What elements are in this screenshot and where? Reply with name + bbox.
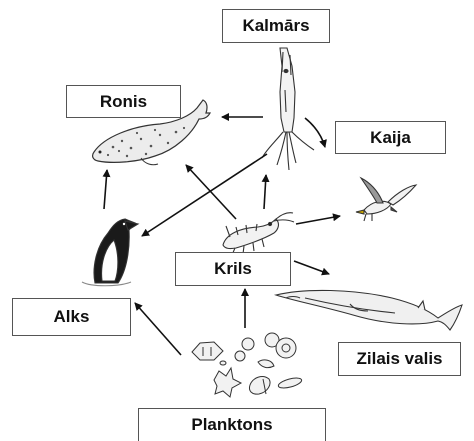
squid-illustration [262,48,314,170]
krill-illustration [223,213,294,255]
arrow-kalmars-alks [142,154,267,236]
label-ronis: Ronis [66,85,181,118]
whale-illustration [276,290,462,330]
arrow-krils-kaija [296,216,340,224]
label-zilais-valis: Zilais valis [338,342,461,376]
arrow-krils-ronis [186,165,236,219]
label-kaija: Kaija [335,121,446,154]
arrow-alks-ronis [104,170,107,209]
label-planktons: Planktons [138,408,326,441]
gull-illustration [356,178,416,221]
auk-illustration [82,219,138,286]
label-krils: Krils [175,252,291,286]
arrow-planktons-alks [135,303,181,355]
label-kalmars: Kalmārs [222,9,330,43]
plankton-illustration [192,333,303,397]
label-alks: Alks [12,298,131,336]
arrow-krils-kalmars [264,175,266,209]
arrow-krils-zilais-valis [294,261,329,274]
arrow-kalmars-kaija [305,118,325,147]
